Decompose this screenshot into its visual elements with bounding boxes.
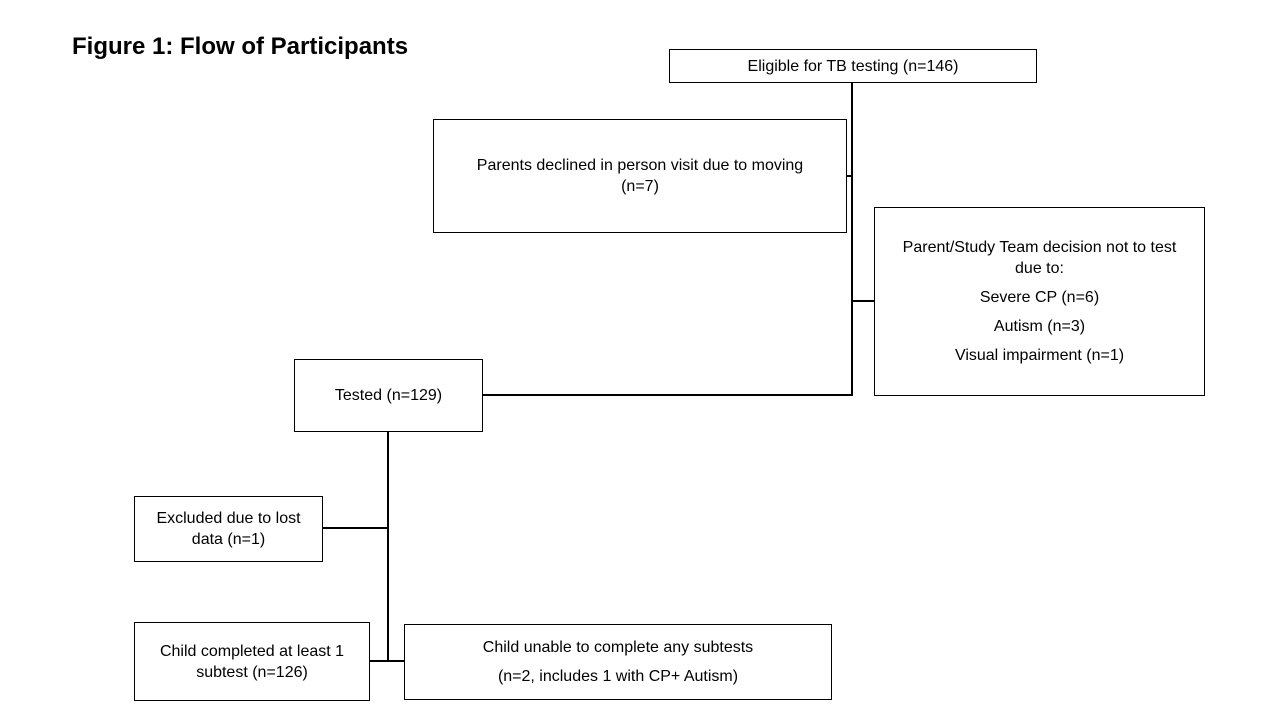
connector-to-excluded — [321, 527, 389, 529]
connector-tested-trunk — [387, 430, 389, 662]
excluded-box: Excluded due to lost data (n=1) — [134, 496, 323, 562]
connector-to-completed — [368, 660, 388, 662]
figure-title: Figure 1: Flow of Participants — [72, 33, 409, 60]
decision-box: Parent/Study Team decision not to test d… — [874, 207, 1205, 396]
connector-to-tested — [481, 394, 853, 396]
decision-reason-severe-cp: Severe CP (n=6) — [979, 289, 1100, 306]
eligible-box: Eligible for TB testing (n=146) — [669, 49, 1037, 83]
decision-reason-autism: Autism (n=3) — [993, 318, 1086, 335]
declined-box: Parents declined in person visit due to … — [433, 119, 847, 233]
unable-line1: Child unable to complete any subtests — [482, 639, 754, 656]
connector-to-unable — [387, 660, 405, 662]
connector-to-declined — [845, 175, 853, 177]
excluded-line2: data (n=1) — [191, 531, 266, 548]
declined-line2: (n=7) — [621, 178, 659, 195]
tested-box: Tested (n=129) — [294, 359, 483, 432]
completed-line1: Child completed at least 1 — [159, 642, 345, 660]
declined-line1: Parents declined in person visit due to … — [476, 157, 804, 174]
unable-line2: (n=2, includes 1 with CP+ Autism) — [497, 668, 739, 685]
excluded-line1: Excluded due to lost — [156, 510, 301, 527]
tested-text: Tested (n=129) — [334, 387, 443, 404]
decision-line1: Parent/Study Team decision not to test — [902, 239, 1177, 256]
decision-reason-visual: Visual impairment (n=1) — [954, 347, 1125, 364]
unable-box: Child unable to complete any subtests (n… — [404, 624, 832, 700]
decision-line2: due to: — [1015, 260, 1064, 277]
completed-box: Child completed at least 1 subtest (n=12… — [134, 622, 370, 701]
connector-to-decision — [851, 300, 875, 302]
connector-main-trunk — [851, 82, 853, 396]
completed-line2: subtest (n=126) — [196, 663, 308, 681]
eligible-text: Eligible for TB testing (n=146) — [747, 57, 959, 75]
